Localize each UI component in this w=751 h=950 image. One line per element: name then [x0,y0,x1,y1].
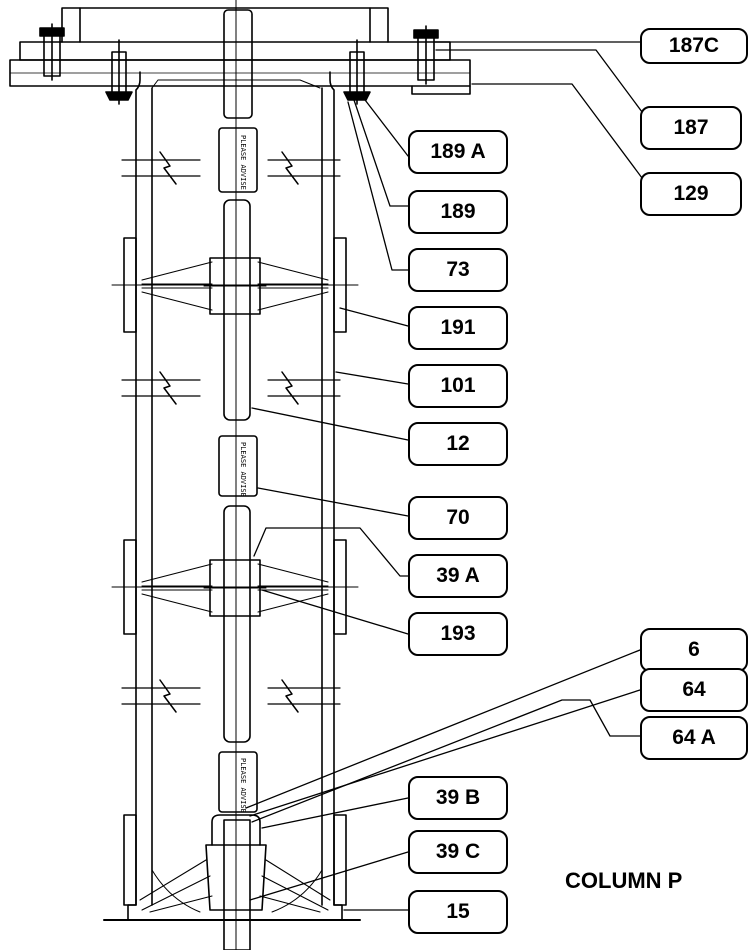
column-outer-wall-right [329,71,343,921]
callout-6: 6 [640,628,748,672]
leader-12 [251,407,409,441]
coupling-marking-middle: PLEASE ADVISE [239,442,247,497]
head-housing [61,7,389,43]
column-taper-left [151,79,321,89]
plate-right-step [411,85,471,95]
head-stud-left [105,39,133,105]
flange-bolt-right [413,25,439,85]
callout-101: 101 [408,364,508,408]
flange-lower-right [333,814,347,906]
head-stud-right [343,39,371,105]
callout-187: 187 [640,106,742,150]
coupling-marking-lower: PLEASE ADVISE [239,758,247,813]
shaft-upper-section [223,199,251,421]
column-flange-joints [111,237,359,906]
callout-129: 129 [640,172,742,216]
leader-73 [347,101,409,271]
leader-64 [249,689,641,817]
callout-189: 189 [408,190,508,234]
shaft-lower-section [223,819,251,950]
callout-191: 191 [408,306,508,350]
coupling-lower [218,751,258,813]
shaft-middle-section [223,505,251,743]
line-shaft-assembly: PLEASE ADVISE PLEASE ADVISE PLEASE ADVIS… [218,0,258,950]
break-upper [121,151,341,185]
callout-39b: 39 B [408,776,508,820]
leader-64a [251,699,641,823]
pipe-break-symbols [121,151,341,713]
leader-187 [435,49,649,121]
leader-lines [245,41,649,911]
shaft-top-section [223,9,253,119]
callout-64a: 64 A [640,716,748,760]
leader-191 [339,307,409,327]
discharge-bowl-assembly [139,814,331,913]
leader-129 [471,83,649,187]
leader-39c [249,851,409,901]
break-lower [121,679,341,713]
bowl-vanes-right [259,859,331,913]
bearing-retainer-spider-middle [141,559,329,617]
callout-39a: 39 A [408,554,508,598]
bowl-hub-lower [205,844,267,911]
flange-lower-left [123,814,137,906]
flange-bolt-left [39,23,65,81]
leader-193 [261,589,409,635]
callout-193: 193 [408,612,508,656]
coupling-middle [218,435,258,497]
leader-6 [245,649,641,809]
callout-73: 73 [408,248,508,292]
top-head-assembly [9,7,471,105]
callout-39c: 39 C [408,830,508,874]
top-mounting-flange [19,41,451,61]
callout-12: 12 [408,422,508,466]
callout-64: 64 [640,668,748,712]
bearing-retainer-spider-upper [141,257,329,315]
leader-70 [257,487,409,517]
diagram-title: COLUMN P [565,868,683,893]
leader-189a [361,95,409,157]
coupling-marking-upper: PLEASE ADVISE [239,135,247,190]
coupling-upper [218,127,258,193]
bowl-vanes-left [139,859,213,913]
break-middle [121,371,341,405]
callout-15: 15 [408,890,508,934]
callout-187c: 187C [640,28,748,64]
leader-189 [353,99,409,207]
leader-39a [253,527,409,577]
callout-70: 70 [408,496,508,540]
leader-39b [261,797,409,829]
callout-189a: 189 A [408,130,508,174]
column-outer-wall-left [127,71,141,921]
leader-101 [335,371,409,385]
bowl-walls [151,869,323,913]
